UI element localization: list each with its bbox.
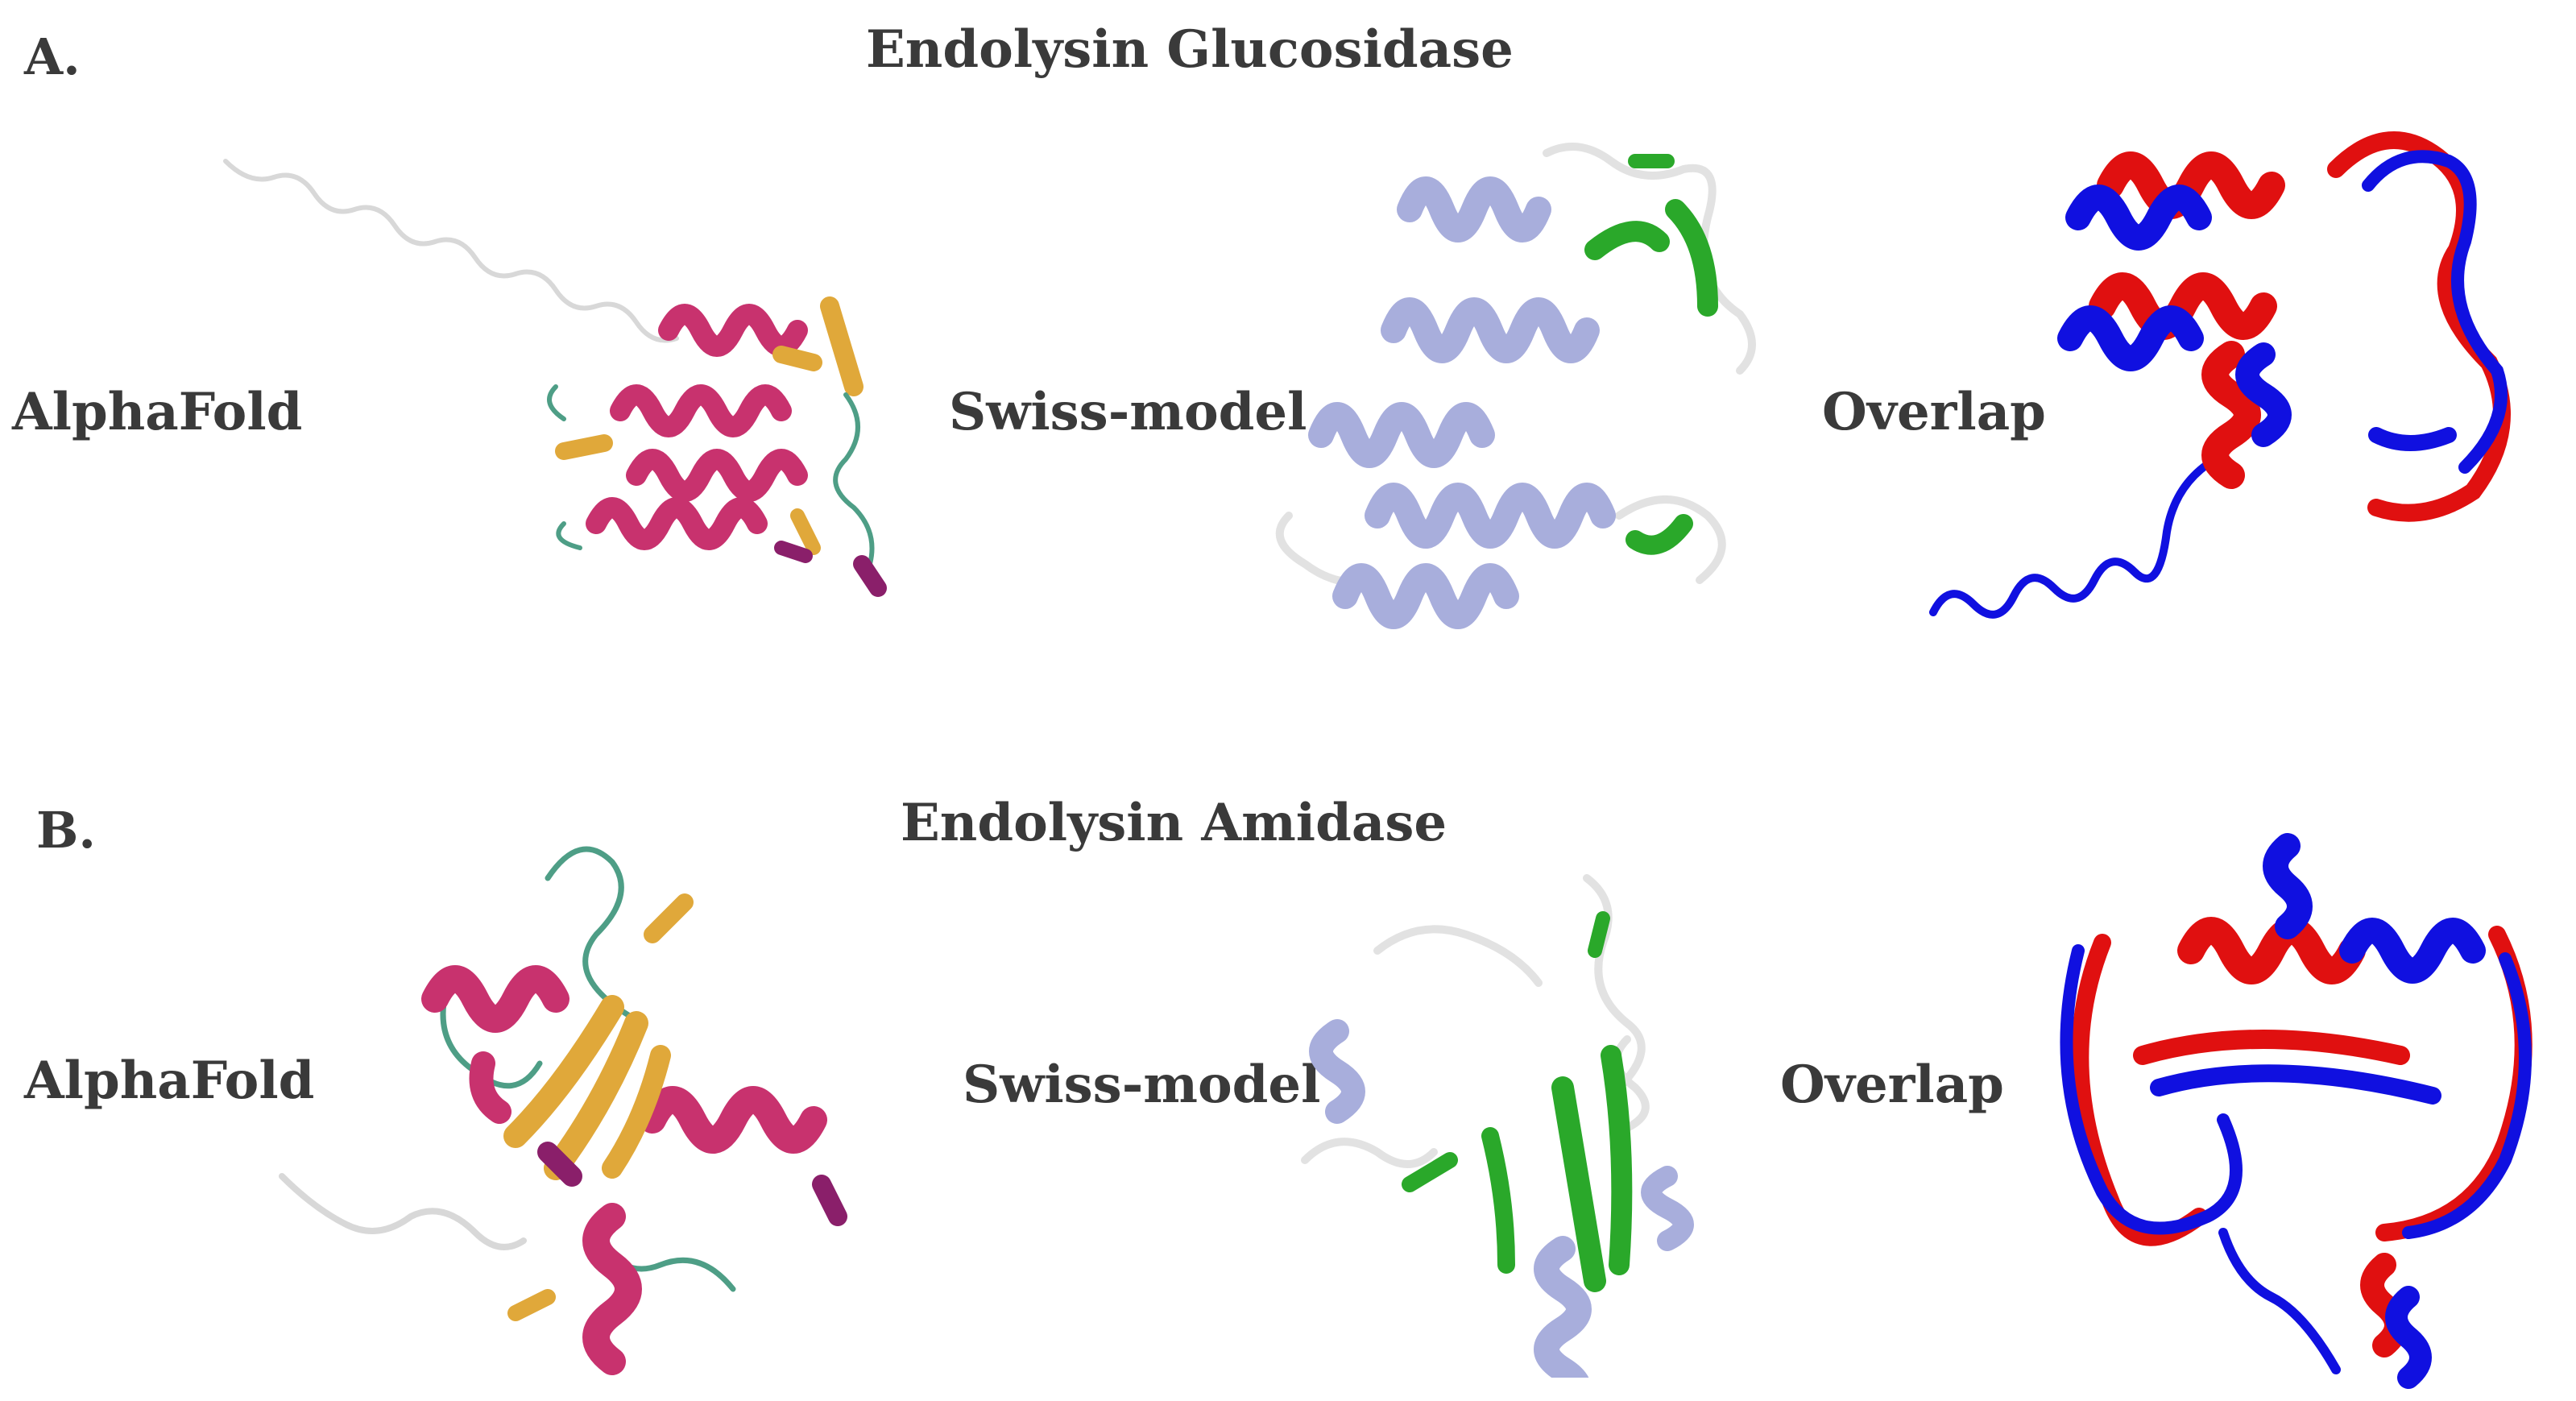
overlap-alphafold-strand	[2150, 1064, 2441, 1105]
strand	[555, 434, 613, 460]
turn	[537, 1142, 582, 1187]
coil	[1583, 874, 1646, 1092]
helix	[1365, 483, 1616, 549]
helix	[469, 1051, 511, 1124]
overlap-swiss-strand	[2133, 1030, 2410, 1065]
overlap-alphafold-helix	[2339, 918, 2486, 984]
strand	[1601, 1045, 1633, 1275]
coil	[833, 392, 875, 566]
helix	[1641, 1166, 1694, 1251]
helix	[1381, 297, 1600, 363]
swiss-model-structure	[1289, 862, 1772, 1378]
alphafold-structure	[217, 145, 926, 612]
panel-letter: A.	[24, 27, 81, 86]
overlap-alphafold-loop	[2402, 952, 2532, 1239]
overlap-alphafold-helix	[2065, 184, 2212, 251]
coil	[556, 521, 582, 550]
strand	[1402, 1152, 1458, 1192]
helix	[1332, 563, 1519, 629]
strand	[772, 346, 822, 371]
coil	[1543, 143, 1756, 375]
turn	[853, 555, 887, 597]
helix	[421, 965, 569, 1033]
panel-title: Endolysin Glucosidase	[866, 19, 1514, 80]
coil	[1615, 495, 1726, 584]
panel-title: Endolysin Amidase	[901, 793, 1447, 853]
swiss-model-label: Swiss-model	[963, 1055, 1321, 1115]
strand	[503, 995, 624, 1148]
strand	[544, 1011, 648, 1180]
overlap-alphafold-loop	[2060, 944, 2243, 1235]
alphafold-label: AlphaFold	[12, 382, 303, 442]
overlap-label: Overlap	[1822, 382, 2046, 442]
alphafold-structure	[274, 814, 918, 1378]
helix	[610, 384, 792, 437]
helix	[639, 1086, 827, 1154]
overlap-swiss-loop	[2327, 131, 2511, 522]
overlap-swiss-helix	[2089, 272, 2277, 340]
panel-a: A. Endolysin Glucosidase AlphaFold Swiss…	[12, 19, 2545, 653]
overlap-swiss-helix	[2177, 917, 2366, 984]
panel-letter: B.	[36, 801, 96, 860]
swiss-model-structure	[1257, 137, 1804, 653]
disordered-tail	[223, 159, 679, 343]
overlap-tail	[2218, 1228, 2341, 1374]
coil	[1301, 1138, 1438, 1168]
helix	[1308, 402, 1495, 468]
helix	[1309, 1019, 1365, 1124]
strand	[602, 1045, 671, 1179]
helix	[582, 1203, 642, 1375]
helix	[626, 449, 808, 502]
strand	[1584, 221, 1670, 260]
overlap-alphafold-strand	[2368, 427, 2457, 451]
coil	[547, 384, 566, 421]
helix	[586, 497, 768, 550]
turn	[774, 541, 813, 563]
turn	[812, 1175, 847, 1226]
strand	[1551, 1076, 1606, 1292]
strand	[1665, 199, 1718, 317]
helix	[658, 304, 808, 357]
overlap-alphafold-helix	[2235, 342, 2292, 447]
swiss-model-label: Swiss-model	[949, 382, 1307, 442]
overlap-alphafold-helix	[2385, 1286, 2432, 1389]
overlap-alphafold-loop	[2362, 150, 2508, 474]
helix	[1534, 1236, 1592, 1378]
overlap-alphafold-helix	[2057, 305, 2204, 371]
strand	[790, 508, 821, 555]
overlap-swiss-helix	[2201, 341, 2261, 489]
disordered-tail	[279, 1173, 527, 1250]
strand	[644, 893, 694, 943]
overlap-tail	[1929, 455, 2219, 619]
helix	[1397, 176, 1551, 242]
overlap-alphafold-helix	[2263, 833, 2313, 939]
overlap-structure	[2046, 814, 2576, 1394]
strand	[1626, 514, 1693, 555]
coil	[545, 846, 632, 1018]
overlap-label: Overlap	[1780, 1055, 2004, 1115]
strand	[820, 296, 863, 396]
strand	[507, 1289, 556, 1321]
overlap-swiss-helix	[2097, 151, 2285, 219]
panel-b: B. Endolysin Amidase AlphaFold Swiss-mod…	[0, 773, 2576, 1401]
strand	[1588, 911, 1610, 958]
strand	[1481, 1127, 1515, 1274]
alphafold-label: AlphaFold	[24, 1051, 315, 1111]
coil	[1373, 925, 1543, 987]
overlap-structure	[1917, 97, 2545, 628]
